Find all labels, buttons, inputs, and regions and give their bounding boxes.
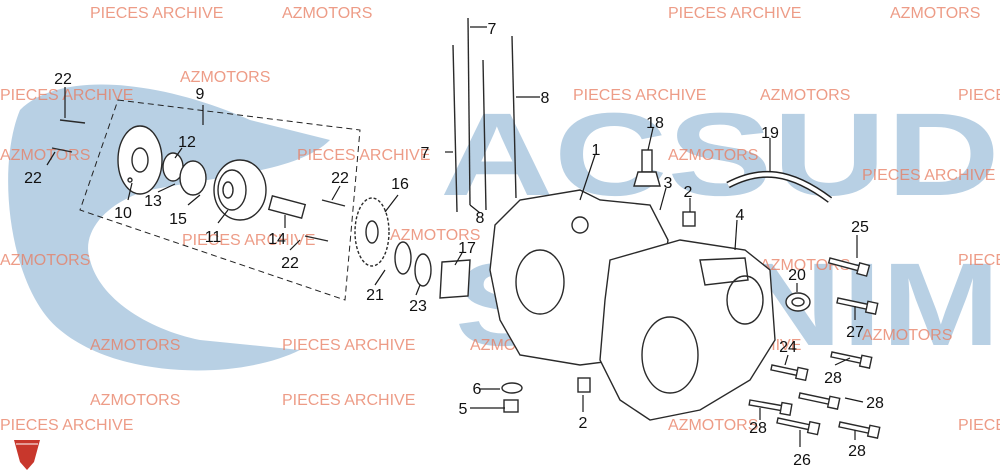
oil-strainer: [439, 259, 471, 299]
oil-pump-body: [213, 159, 267, 221]
callout-c2a: 2: [684, 184, 693, 201]
drain-washer: [501, 382, 523, 394]
logo-swoosh-shape: [8, 84, 330, 371]
callout-c5: 5: [459, 401, 468, 418]
pushrod-tubes: [452, 17, 517, 213]
callout-c28a: 28: [824, 370, 842, 387]
watermark-text: PIECES ARCHIVE: [958, 87, 1000, 104]
callout-c17: 17: [458, 240, 476, 257]
callout-c9: 9: [196, 86, 205, 103]
oil-pump-group-frame: [79, 99, 361, 301]
leader-lines: [46, 26, 864, 447]
watermark-text: AZMOTORS: [282, 5, 372, 22]
callout-c18: 18: [646, 115, 664, 132]
watermark-text: AZMOTORS: [390, 227, 480, 244]
callout-c11: 11: [205, 229, 222, 246]
oil-pump-inner-rotor: [162, 152, 207, 196]
watermark-text: PIECES ARCHIVE: [862, 167, 995, 184]
callout-c1: 1: [592, 142, 601, 159]
watermark-text: AZMOTORS: [668, 147, 758, 164]
crankcase-left-bore: [515, 249, 565, 315]
watermark-text: AZMOTORS: [890, 5, 980, 22]
callout-c4: 4: [736, 207, 745, 224]
watermark-text: PIECES ARCHIVE: [182, 232, 315, 249]
callout-c13: 13: [144, 193, 162, 210]
callout-c12: 12: [178, 134, 196, 151]
watermark-text: PIECES ARCHIVE: [0, 87, 133, 104]
circlips: [394, 241, 432, 287]
watermark-text: PIECES ARCHIVE: [668, 5, 801, 22]
oil-pump-sprocket: [354, 197, 390, 267]
callout-c22b: 22: [24, 170, 42, 187]
dowel-pin-bottom: [577, 377, 591, 393]
bearing: [785, 292, 811, 312]
callout-labels: 1223456778891011121314151617181920212222…: [24, 21, 884, 469]
watermark-text: AZMOTORS: [0, 147, 90, 164]
callout-c21: 21: [366, 287, 384, 304]
callout-c7a: 7: [488, 21, 497, 38]
callout-c14: 14: [268, 231, 286, 248]
drain-plug: [503, 399, 519, 413]
callout-c8b: 8: [476, 210, 485, 227]
breather-fitting: [633, 149, 661, 187]
watermark-text: AZMOTORS: [90, 392, 180, 409]
screws-small: [51, 119, 346, 242]
callout-c15: 15: [169, 211, 187, 228]
callout-c23: 23: [409, 298, 427, 315]
callout-c6: 6: [473, 381, 482, 398]
watermark-text: PIECES ARCHIVE: [90, 5, 223, 22]
watermark-text: AZMOTORS: [180, 69, 270, 86]
callout-c25: 25: [851, 219, 869, 236]
callout-c28b: 28: [866, 395, 884, 412]
watermark-text: PIECES ARCHIVE: [282, 337, 415, 354]
callout-c20: 20: [788, 267, 806, 284]
watermark-text: AZMOTORS: [760, 257, 850, 274]
callout-c16: 16: [391, 176, 409, 193]
crankcase-right: [599, 239, 776, 421]
watermark-text: AZMOTORS: [0, 252, 90, 269]
callout-c22d: 22: [281, 255, 299, 272]
callout-c28c: 28: [749, 420, 767, 437]
watermark-text: AZMOTORS: [760, 87, 850, 104]
callout-c19: 19: [761, 125, 779, 142]
callout-c27: 27: [846, 324, 864, 341]
callout-c3: 3: [664, 175, 673, 192]
callout-c7b: 7: [421, 145, 430, 162]
watermark-text: AZMOTORS: [90, 337, 180, 354]
watermark-text: PIECES ARCHIVE: [958, 417, 1000, 434]
oil-pump-shaft: [267, 194, 307, 220]
callout-c28d: 28: [848, 443, 866, 460]
watermark-text: PIECES ARCHIVE: [0, 417, 133, 434]
watermark-text: PIECES ARCHIVE: [282, 392, 415, 409]
crankcase-right-bore: [641, 316, 699, 394]
brand-corner-logo: [14, 440, 40, 470]
watermark-text: AZMOTORS: [668, 417, 758, 434]
callout-c22c: 22: [331, 170, 349, 187]
callout-c24: 24: [779, 339, 797, 356]
callout-c22a: 22: [54, 71, 72, 88]
callout-c26: 26: [793, 452, 811, 469]
dowel-pin-top: [682, 211, 696, 227]
watermark-text: PIECES ARCHIVE: [573, 87, 706, 104]
callout-c2b: 2: [579, 415, 588, 432]
callout-c8a: 8: [541, 90, 550, 107]
watermark-text: AZMOTORS: [862, 327, 952, 344]
watermark-text: PIECES ARCHIVE: [958, 252, 1000, 269]
watermark-text: PIECES ARCHIVE: [297, 147, 430, 164]
callout-c10: 10: [114, 205, 132, 222]
oil-pump-cover: [117, 125, 163, 195]
